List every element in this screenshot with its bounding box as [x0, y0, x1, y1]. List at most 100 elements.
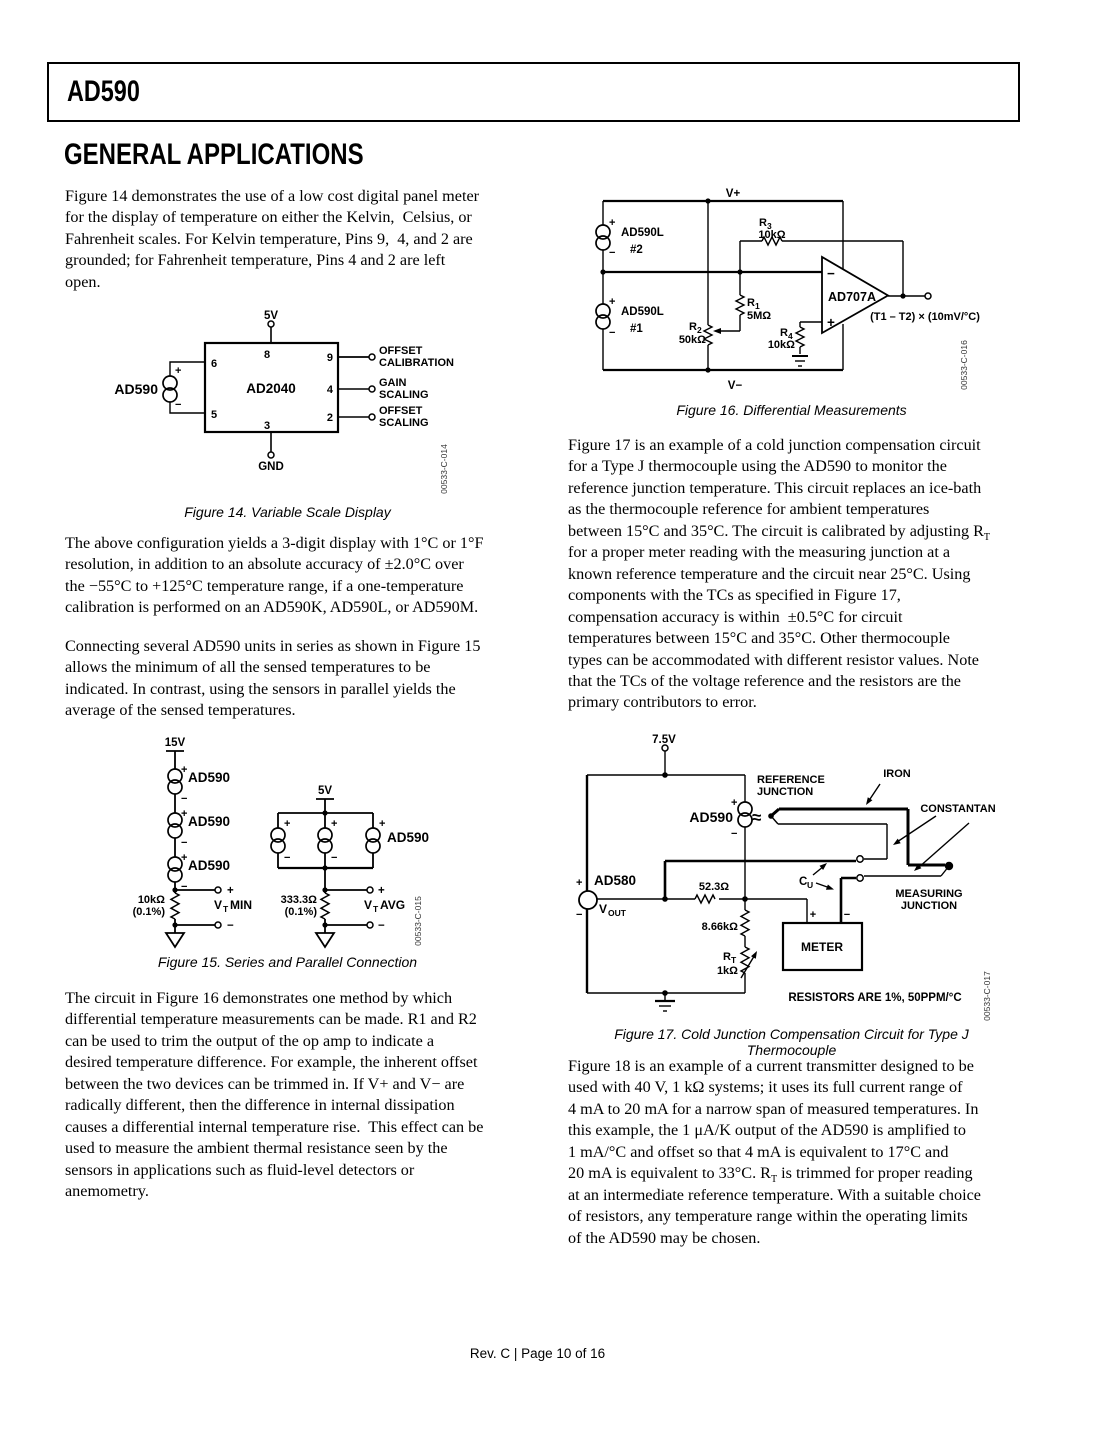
fig17-terminals	[661, 744, 864, 882]
fig17-meter-label: METER	[801, 940, 843, 954]
fig17-r866-label: 8.66kΩ	[702, 921, 739, 933]
figure14-caption: Figure 14. Variable Scale Display	[184, 504, 391, 520]
fig17-nodes	[662, 772, 954, 996]
paragraph-fig14-intro: Figure 14 demonstrates the use of a low …	[65, 187, 480, 291]
fig17-plus-sign: +	[731, 797, 737, 809]
fig15-series-resistor-tol: (0.1%)	[133, 906, 166, 918]
fig15-parallel-current-sources	[270, 827, 381, 854]
fig14-offset-calibration-label2: CALIBRATION	[379, 357, 454, 369]
svg-text:T: T	[373, 904, 379, 914]
paragraph-part: Figure 17 is an example of a cold juncti…	[568, 436, 984, 540]
svg-text:10kΩ: 10kΩ	[758, 229, 785, 241]
fig17-vout-label: V OUT	[599, 902, 627, 918]
fig16-plus-sign: +	[609, 217, 615, 229]
fig15-ground-icons	[164, 932, 336, 949]
fig14-gnd-label: GND	[258, 461, 284, 473]
fig15-minus-sign: −	[181, 881, 187, 893]
paragraph-fig16-discussion: The circuit in Figure 16 demonstrates on…	[65, 989, 484, 1201]
fig17-copper-wires	[663, 859, 856, 923]
fig14-offset-calibration-label: OFFSET	[379, 345, 423, 357]
figure17-caption: Figure 17. Cold Junction Compensation Ci…	[614, 1026, 969, 1058]
paragraph-part: Figure 18 is an example of a current tra…	[568, 1057, 979, 1183]
fig14-ad2040-chip-outline	[203, 341, 340, 434]
paragraph-fig18-discussion: Figure 18 is an example of a current tra…	[568, 1056, 981, 1249]
fig15-minus-sign: −	[181, 837, 187, 849]
figure14-variable-scale-display: 5V GND AD590 + − 6 5 8 3 9 4 2 AD2040 OF…	[114, 310, 454, 494]
svg-text:50kΩ: 50kΩ	[679, 334, 706, 346]
fig16-sensor1-label: AD590L	[621, 306, 664, 318]
fig15-minus-sign: −	[284, 852, 290, 864]
svg-text:3: 3	[767, 221, 772, 231]
fig16-current-sources	[595, 224, 611, 330]
fig16-vminus-label: V−	[728, 380, 743, 392]
footer-text: Rev. C | Page 10 of 16	[469, 1346, 606, 1361]
svg-text:2: 2	[697, 325, 702, 335]
fig14-plus-sign: +	[175, 365, 181, 377]
part-number: AD590	[67, 75, 140, 108]
fig15-nodes	[172, 810, 328, 928]
fig17-reference-junction-label: REFERENCE	[757, 774, 825, 786]
fig16-opamp-minus-input: −	[827, 266, 835, 281]
svg-text:R: R	[759, 217, 767, 229]
fig15-minus-sign: −	[331, 852, 337, 864]
fig14-offset-scaling-label2: SCALING	[379, 417, 429, 429]
fig17-iron-label: IRON	[883, 768, 911, 780]
svg-text:1: 1	[755, 301, 760, 311]
fig16-vplus-label: V+	[726, 188, 741, 200]
fig17-reference-junction-label2: JUNCTION	[757, 786, 813, 798]
fig14-pin2: 2	[327, 412, 333, 424]
fig14-sensor-label: AD590	[114, 381, 158, 397]
fig16-sensor1-number: #1	[630, 323, 643, 335]
fig16-opamp-label: AD707A	[828, 290, 876, 304]
fig16-r3-label: R 3 10kΩ	[758, 217, 785, 241]
fig17-measuring-junction-label: MEASURING	[895, 888, 962, 900]
fig16-minus-sign: −	[609, 247, 615, 259]
fig15-vtavg-minus: −	[378, 920, 385, 932]
figure16-differential-measurements: V+ V− + − AD590L #2 + − AD590L #1 R 3 10…	[595, 188, 980, 392]
fig17-r52-label: 52.3Ω	[699, 881, 729, 893]
fig17-ad590-current-source-icon	[737, 801, 753, 828]
fig15-minus-sign: −	[181, 793, 187, 805]
fig15-parallel-resistor-value: 333.3Ω	[281, 894, 318, 906]
svg-text:T: T	[223, 904, 229, 914]
fig15-15v-label: 15V	[165, 737, 186, 749]
fig15-watermark: 00533-C-015	[413, 896, 423, 946]
fig16-watermark: 00533-C-016	[959, 340, 969, 390]
fig17-ad580-plus: +	[576, 877, 582, 889]
fig15-plus-sign: +	[284, 818, 290, 830]
fig15-plus-sign: +	[331, 818, 337, 830]
fig15-plus-sign: +	[181, 764, 187, 776]
fig14-supply-label: 5V	[264, 310, 278, 322]
fig14-pin6: 6	[211, 358, 217, 370]
svg-text:C: C	[799, 876, 807, 888]
fig17-meter-plus: +	[810, 909, 816, 921]
fig14-minus-sign: −	[175, 399, 181, 411]
svg-text:V: V	[599, 902, 607, 916]
fig14-pin3: 3	[264, 420, 270, 432]
section-heading: GENERAL APPLICATIONS	[64, 138, 364, 171]
fig16-opamp-triangle	[821, 255, 890, 335]
svg-text:R: R	[780, 327, 788, 339]
fig14-gain-scaling-label: GAIN	[379, 377, 407, 389]
header-box: AD590	[47, 62, 1020, 122]
paragraph-part: for a proper meter reading with the meas…	[568, 543, 979, 712]
svg-text:OUT: OUT	[608, 908, 627, 918]
figure15-series-parallel-connection: 15V 5V AD590 AD590 AD590 AD590 + + + − −…	[133, 737, 429, 949]
paragraph-part: is trimmed for proper reading at an inte…	[568, 1164, 981, 1247]
fig17-ad590-label: AD590	[689, 809, 733, 825]
fig17-meter-minus: −	[844, 909, 850, 921]
fig14-terminals	[267, 320, 376, 459]
figure15-caption: Figure 15. Series and Parallel Connectio…	[157, 954, 418, 970]
fig15-output-terminals	[214, 886, 374, 929]
paragraph-fig17-discussion: Figure 17 is an example of a cold juncti…	[568, 435, 990, 714]
fig15-vtmin-plus: +	[227, 885, 234, 897]
fig17-measuring-junction-label2: JUNCTION	[901, 900, 957, 912]
fig15-ad590-label: AD590	[188, 814, 230, 829]
svg-text:4: 4	[788, 331, 793, 341]
fig15-ad590-label: AD590	[188, 770, 230, 785]
paragraph-configuration: The above configuration yields a 3-digit…	[65, 534, 484, 617]
subscript-t: T	[983, 532, 991, 544]
fig14-gain-scaling-label2: SCALING	[379, 389, 429, 401]
fig15-plus-sign: +	[181, 852, 187, 864]
fig16-output-terminal	[924, 292, 932, 300]
